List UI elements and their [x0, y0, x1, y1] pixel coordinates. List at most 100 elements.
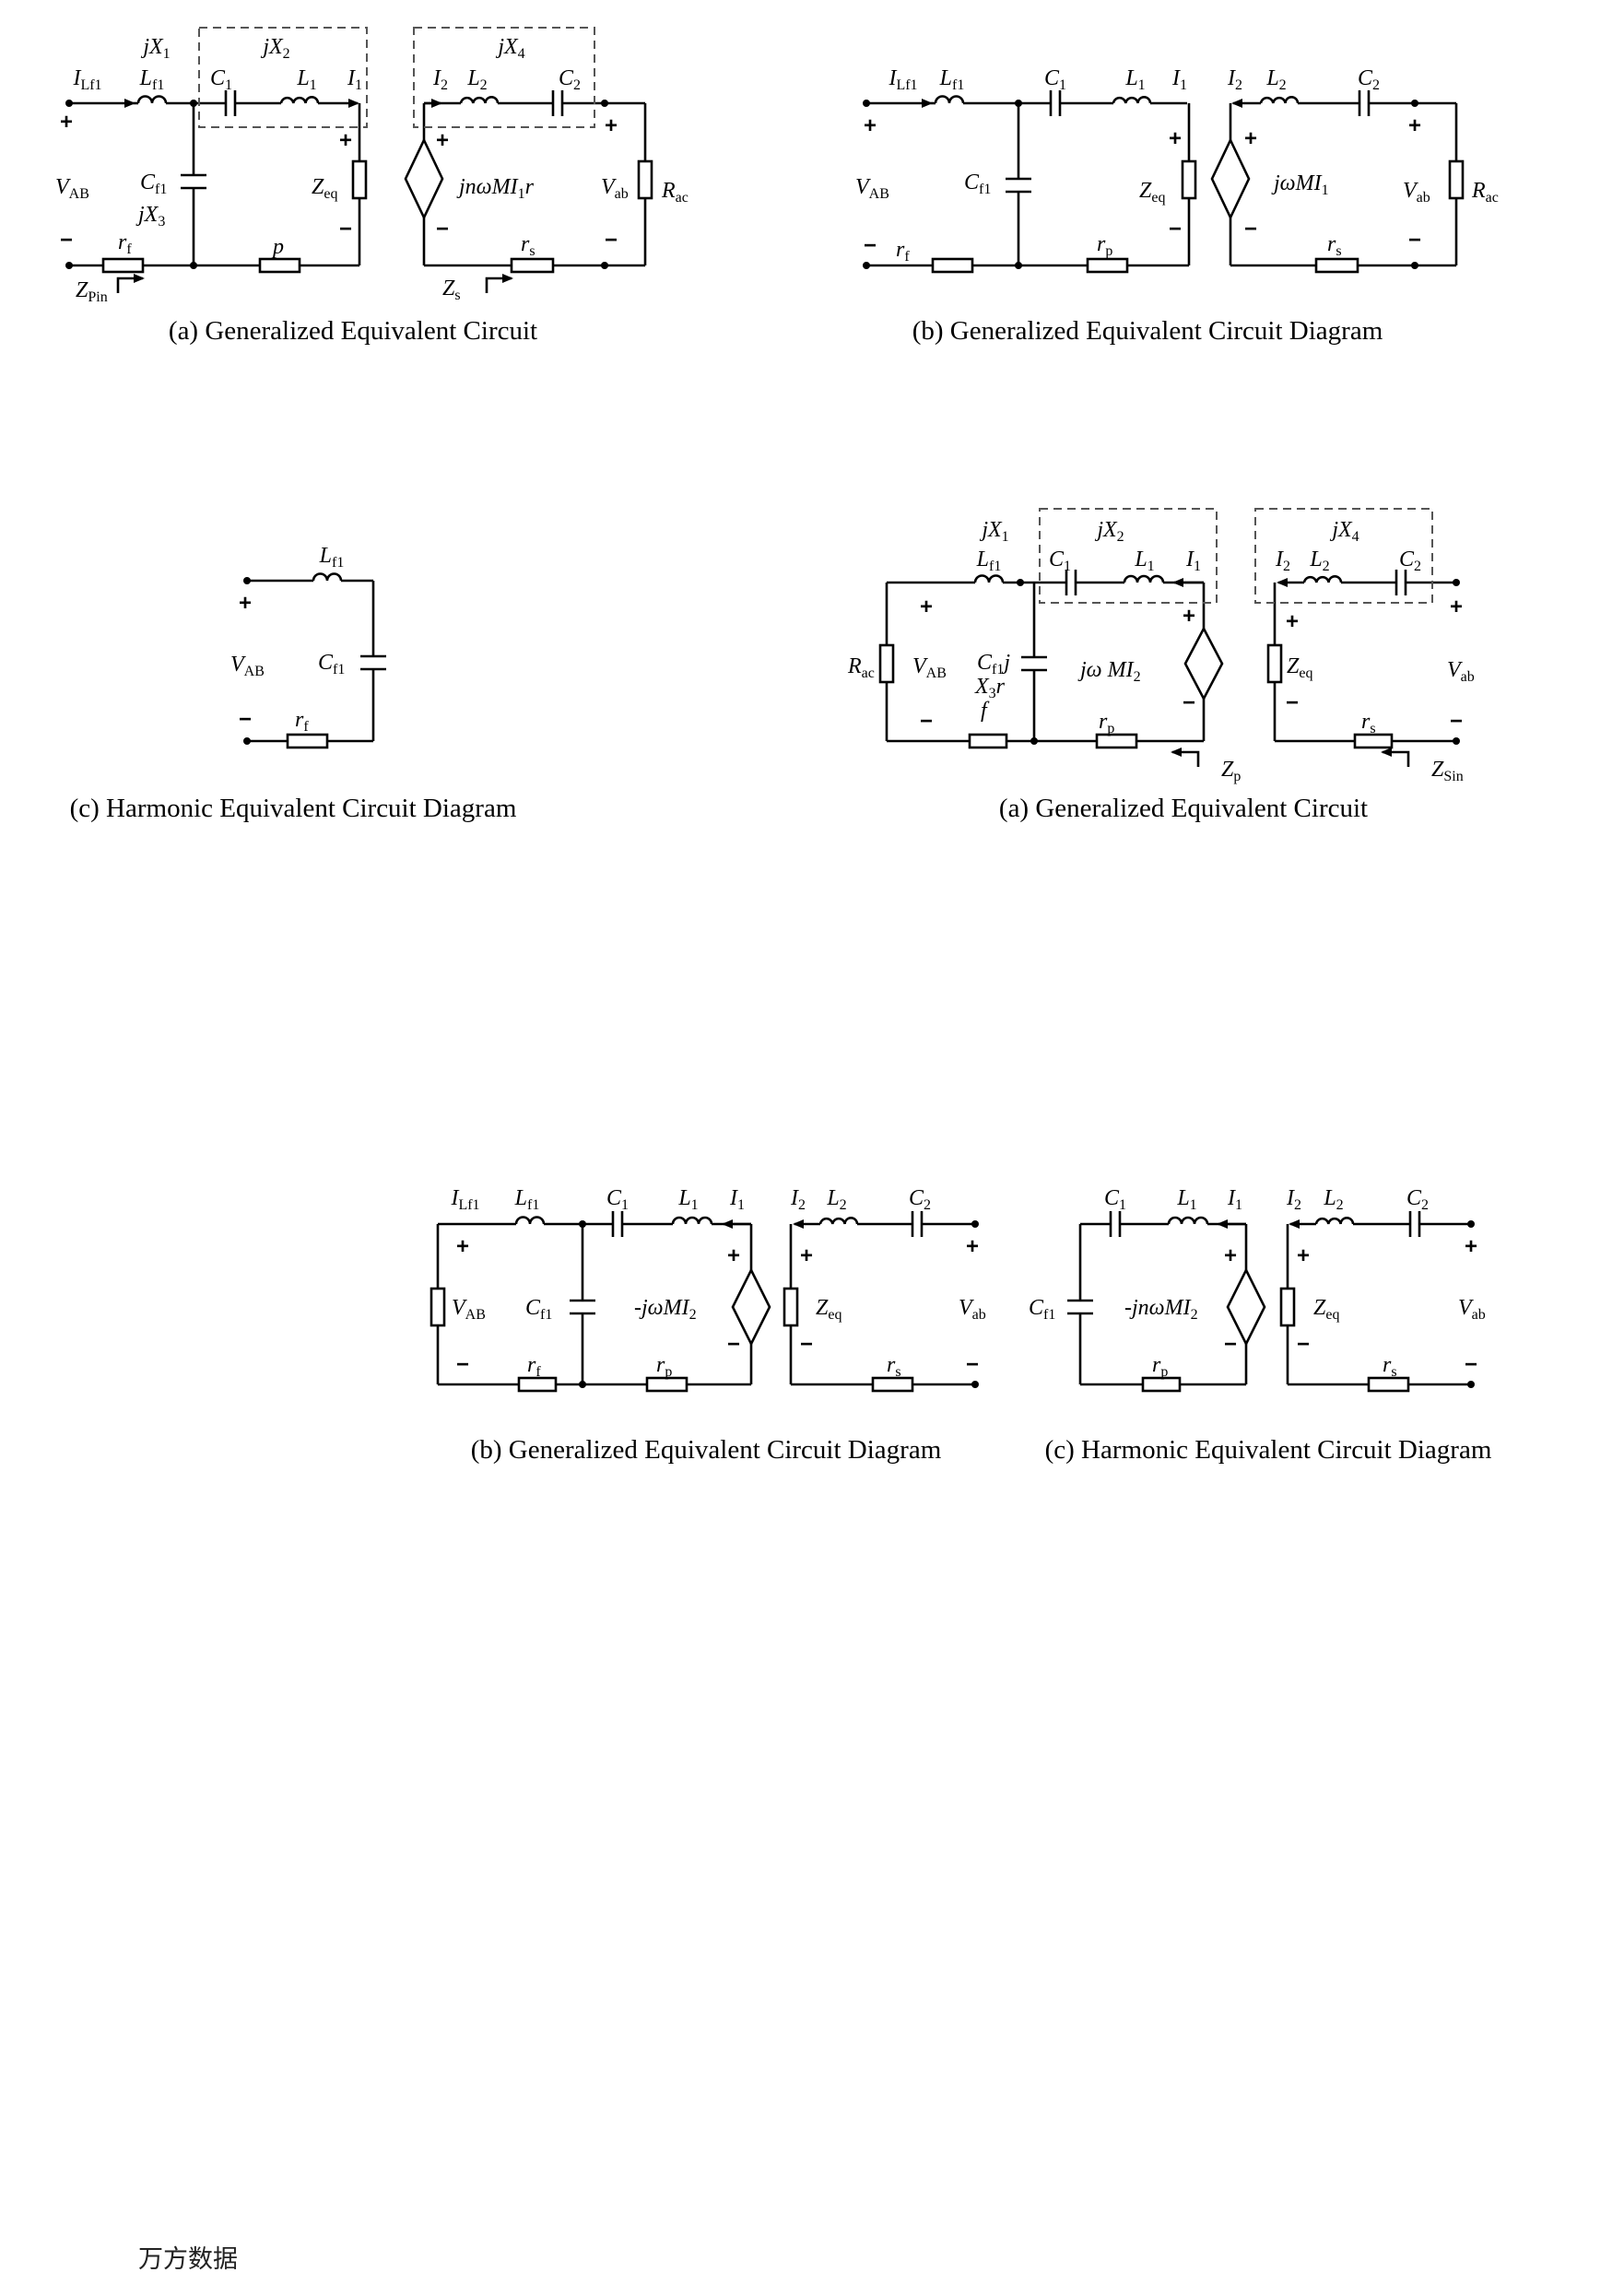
impedance-arrows: [116, 274, 513, 293]
plus-sign: +: [864, 113, 877, 138]
label-rs: rs: [887, 1353, 901, 1380]
label-i1: I1: [1185, 548, 1201, 574]
label-rs: rs: [1383, 1353, 1397, 1380]
label-zeq: Zeq: [1287, 654, 1312, 681]
label-lf1: Lf1: [939, 66, 965, 93]
label-l2: L2: [1323, 1186, 1343, 1213]
minus-sign: −: [1450, 709, 1463, 734]
label-l1: L1: [677, 1186, 698, 1213]
nodes: [1017, 579, 1460, 745]
label-vab: VAB: [55, 175, 89, 202]
caption-b1: (b) Generalized Equivalent Circuit Diagr…: [912, 316, 1383, 346]
label-src_a1: jnωMI1r: [456, 175, 535, 202]
inductor-l1: [1112, 96, 1152, 104]
label-rp: rp: [1099, 710, 1114, 736]
nodes: [1467, 1220, 1475, 1388]
label-jx4: jX4: [495, 35, 524, 62]
caption-c2: (c) Harmonic Equivalent Circuit Diagram: [1045, 1435, 1492, 1465]
resistor-rf: [968, 733, 1008, 749]
minus-sign: −: [605, 228, 618, 253]
label-l1: L1: [1124, 66, 1145, 93]
minus-sign: −: [1465, 1352, 1477, 1377]
label-rs: rs: [1361, 710, 1376, 736]
dependent-source: [1210, 136, 1251, 221]
label-i1: I1: [1227, 1186, 1242, 1213]
minus-sign: −: [1297, 1332, 1310, 1357]
wires: [69, 99, 647, 267]
caption-b2: (b) Generalized Equivalent Circuit Diagr…: [471, 1435, 942, 1465]
label-lf1: Lf1: [976, 548, 1002, 574]
label-c2: C2: [1358, 66, 1380, 93]
label-i2: I2: [432, 66, 448, 93]
inductor-lf1: [136, 95, 168, 104]
inductor-l1: [671, 1216, 713, 1225]
label-zeq: Zeq: [312, 175, 337, 202]
wires: [866, 99, 1458, 267]
minus-sign: −: [60, 228, 73, 253]
plus-sign: +: [436, 128, 449, 153]
plus-sign: +: [1244, 126, 1257, 151]
label-jx1: jX1: [979, 518, 1008, 545]
capacitor-cf1: [1006, 177, 1031, 194]
label-lf1: Lf1: [514, 1186, 540, 1213]
inductor-lf1: [312, 572, 343, 582]
label-jx3: jX3: [135, 203, 165, 230]
dashed-box-jx4: [1254, 508, 1433, 604]
label-src_b2: -jωMI2: [634, 1296, 697, 1323]
label-i2: I2: [790, 1186, 806, 1213]
resistor-rp: [1095, 733, 1138, 749]
label-i2: I2: [1227, 66, 1242, 93]
label-i2: I2: [1275, 548, 1290, 574]
label-c2: C2: [909, 1186, 931, 1213]
resistor-rac: [878, 643, 895, 684]
minus-sign: −: [239, 707, 252, 732]
plus-sign: +: [727, 1243, 740, 1268]
capacitor-cf1: [360, 654, 386, 671]
resistor-rp: [1086, 257, 1129, 274]
label-c1: C1: [1044, 66, 1066, 93]
plus-sign: +: [339, 128, 352, 153]
capacitor-c2: [911, 1211, 924, 1237]
dashed-box-jx2: [1039, 508, 1218, 604]
label-l2: L2: [1265, 66, 1286, 93]
minus-sign: −: [864, 233, 877, 258]
wires: [1078, 1219, 1471, 1386]
plus-sign: +: [605, 113, 618, 138]
inductor-lf1: [514, 1216, 546, 1225]
capacitor-c1: [1065, 570, 1077, 595]
label-vab: VAB: [855, 175, 889, 202]
label-rp: rp: [1152, 1353, 1168, 1380]
label-vab: VAB: [452, 1296, 486, 1323]
minus-sign: −: [1224, 1332, 1237, 1357]
label-jx2: jX2: [260, 35, 289, 62]
inductor-l2: [818, 1217, 859, 1225]
capacitor-cf1: [1021, 655, 1047, 672]
label-cf1: Cf1: [140, 171, 167, 197]
wires: [436, 1219, 975, 1386]
impedance-arrows: [1171, 748, 1410, 767]
plus-sign: +: [1169, 126, 1182, 151]
plus-sign: +: [1408, 113, 1421, 138]
capacitor-c2: [1395, 570, 1407, 595]
inductor-lf1: [973, 574, 1005, 583]
capacitor-cf1: [181, 173, 206, 190]
resistor-rac: [1448, 159, 1465, 200]
label-c1: C1: [606, 1186, 629, 1213]
inductor-l2: [1302, 575, 1343, 583]
label-zeq: Zeq: [1139, 179, 1165, 206]
label-cfj: Cf1j: [977, 651, 1010, 677]
label-rf: rf: [295, 708, 309, 735]
resistor-rs: [510, 257, 555, 274]
resistor-rf: [517, 1376, 558, 1393]
label-f_only: f: [981, 699, 990, 723]
label-l1: L1: [1176, 1186, 1196, 1213]
capacitor-c2: [1408, 1211, 1421, 1237]
resistor-rf: [286, 733, 329, 749]
wires: [885, 578, 1456, 743]
label-i2: I2: [1286, 1186, 1301, 1213]
capacitor-c1: [1109, 1211, 1122, 1237]
figure-b2: [430, 1211, 979, 1393]
minus-sign: −: [727, 1332, 740, 1357]
label-lf1: Lf1: [139, 66, 165, 93]
label-rp: rp: [656, 1353, 672, 1380]
